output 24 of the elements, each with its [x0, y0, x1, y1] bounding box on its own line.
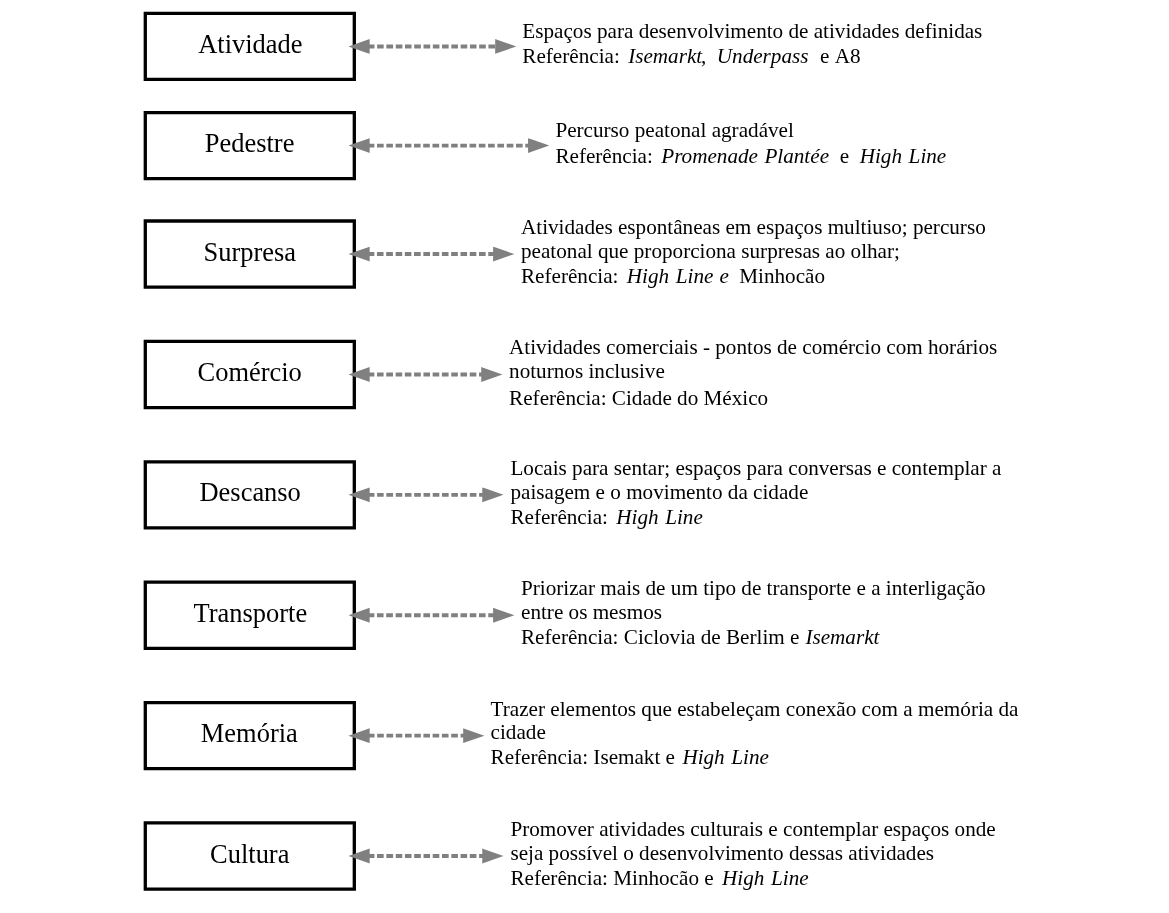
- node-box: Memória: [143, 700, 356, 771]
- node-box: Pedestre: [143, 110, 356, 181]
- arrow: [348, 367, 503, 382]
- node-box: Descanso: [143, 460, 356, 530]
- arrow: [348, 38, 517, 54]
- node-text: Atividades espontâneas em espaços multiuso; percurso peatonal que proporciona surpresas ao olhar; Referência: High Line e Minhocão: [521, 214, 986, 288]
- arrow: [348, 138, 550, 154]
- arrow: [348, 607, 515, 623]
- node-text: Percurso peatonal agradável Referência: Promenade Plantée e High Line: [555, 118, 947, 168]
- node-box: Atividade: [143, 11, 356, 82]
- arrow: [348, 848, 504, 864]
- node-text: Promover atividades culturais e contemplar espaços onde seja possível o desenvolvimento dessas atividades Referência: Minhocão e High Line: [510, 816, 996, 890]
- node-text: Atividades comerciais - pontos de comércio com horários noturnos inclusive Referência: Cidade do México: [509, 335, 998, 410]
- node-text: Priorizar mais de um tipo de transporte e a interligação entre os mesmos Referência: Ciclovia de Berlim e Isemarkt: [521, 576, 986, 650]
- node-box: Cultura: [143, 821, 356, 891]
- node-text: Trazer elementos que estabeleçam conexão com a memória da cidade Referência: Isemakt e High Line: [490, 696, 1019, 770]
- arrow: [348, 246, 515, 262]
- node-box: Comércio: [143, 339, 356, 410]
- node-text: Espaços para desenvolvimento de atividades definidas Referência: Isemarkt, Underpass e A8: [522, 19, 983, 69]
- arrow: [348, 728, 485, 744]
- node-box: Transporte: [143, 580, 356, 650]
- node-text: Locais para sentar; espaços para conversas e contemplar a paisagem e o movimento da cidade Referência: High Line: [510, 455, 1002, 529]
- arrow: [348, 487, 504, 503]
- node-box: Surpresa: [143, 219, 356, 289]
